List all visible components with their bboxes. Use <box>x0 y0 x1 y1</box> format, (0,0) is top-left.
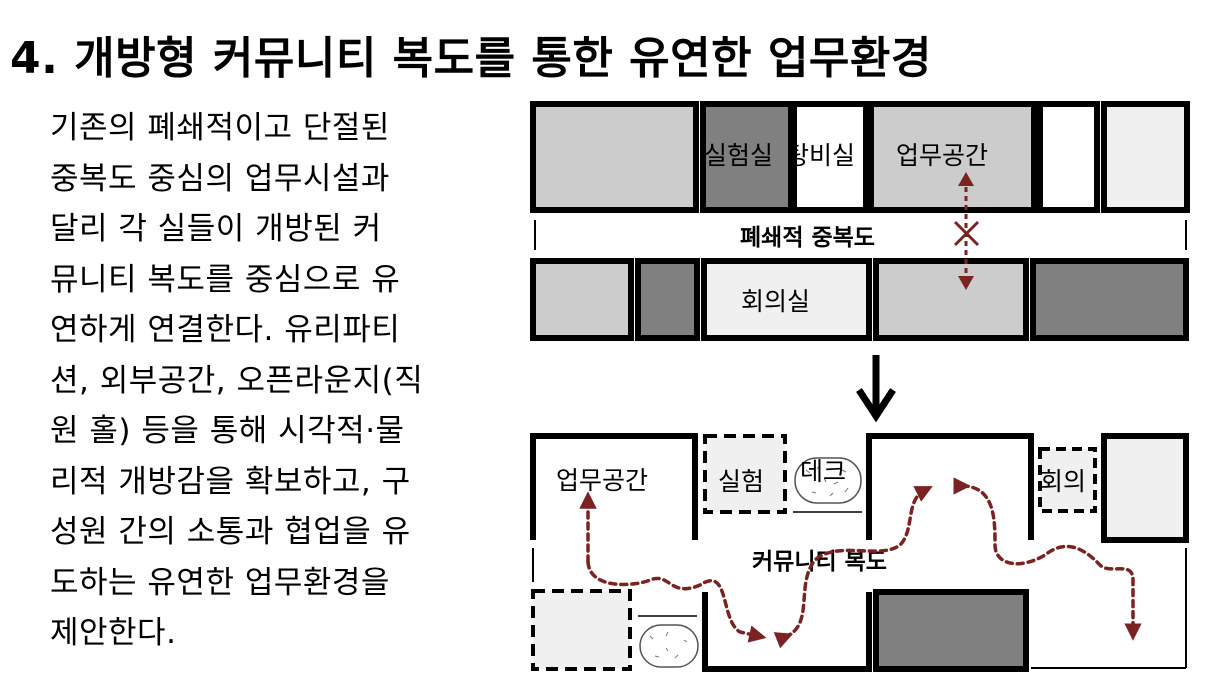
top-room-c <box>1101 101 1190 213</box>
bottom-lab-label: 실험 <box>718 467 764 496</box>
top-diagram: 실험실 탕비실 업무공간 폐쇄적 중복도 회의실 <box>530 101 1190 341</box>
top-pantry-label: 탕비실 <box>786 141 855 170</box>
body-paragraph: 기존의 폐쇄적이고 단절된 중복도 중심의 업무시설과 달리 각 실들이 개방된… <box>50 103 480 659</box>
bottom-deck-label: 데크 <box>800 457 846 486</box>
top-room-b <box>1037 101 1100 213</box>
top-room-f <box>873 258 1029 341</box>
body-line: 중복도 중심의 업무시설과 <box>50 160 390 197</box>
body-line: 기존의 폐쇄적이고 단절된 <box>50 110 390 146</box>
bottom-room-lower-dark <box>873 589 1029 672</box>
body-line: 달리 각 실들이 개방된 커 <box>50 211 382 247</box>
top-room-pantry <box>791 101 869 213</box>
top-room-d <box>530 258 634 341</box>
bottom-room-right <box>1101 433 1189 543</box>
top-corridor-label: 폐쇄적 중복도 <box>740 225 875 251</box>
bottom-room-open <box>866 433 1034 540</box>
bottom-workspace-label: 업무공간 <box>556 466 648 495</box>
body-line: 연하게 연결한다. 유리파티 <box>50 312 401 348</box>
top-room-a <box>530 101 699 213</box>
bottom-room-lower-left <box>531 589 632 671</box>
top-meeting-label: 회의실 <box>741 287 810 316</box>
blocked-path-arrow-up <box>958 172 974 186</box>
blocked-x-icon <box>953 220 980 247</box>
body-line: 성원 간의 소통과 협업을 유 <box>50 514 411 550</box>
bottom-room-lab <box>703 434 787 514</box>
blocked-path-arrow-down <box>958 276 974 290</box>
top-room-lab <box>700 101 794 213</box>
bottom-corridor-label: 커뮤니티 복도 <box>752 549 887 575</box>
body-line: 원 홀) 등을 통해 시각적·물 <box>50 413 405 449</box>
top-room-workspace <box>868 101 1037 213</box>
bottom-room-lower-open <box>702 592 872 672</box>
flow-path-1 <box>586 560 767 643</box>
flow-path-2 <box>773 486 933 649</box>
body-line: 제안한다. <box>50 615 177 651</box>
body-line: 도하는 유연한 업무환경을 <box>50 564 390 601</box>
top-workspace-label: 업무공간 <box>896 141 988 170</box>
top-room-e <box>635 258 700 341</box>
body-line: 뮤니티 복도를 중심으로 유 <box>50 261 401 298</box>
bottom-meeting-label: 회의 <box>1040 467 1086 496</box>
flow-path-3 <box>953 477 1142 641</box>
bottom-diagram: 업무공간 실험 데크 회의 커뮤니티 복도 <box>530 433 1189 672</box>
top-lab-label: 실험실 <box>704 141 773 170</box>
flow-path-arrows <box>579 477 1142 649</box>
transform-arrow-icon <box>856 355 896 423</box>
lower-deck-tree-icon <box>639 624 699 668</box>
page-title: 4. 개방형 커뮤니티 복도를 통한 유연한 업무환경 <box>10 33 932 84</box>
top-room-g <box>1030 258 1189 341</box>
top-room-meeting <box>701 258 872 341</box>
bottom-room-workspace <box>530 433 698 540</box>
body-line: 리적 개방감을 확보하고, 구 <box>50 463 411 500</box>
body-line: 션, 외부공간, 오픈라운지(직 <box>50 362 424 399</box>
